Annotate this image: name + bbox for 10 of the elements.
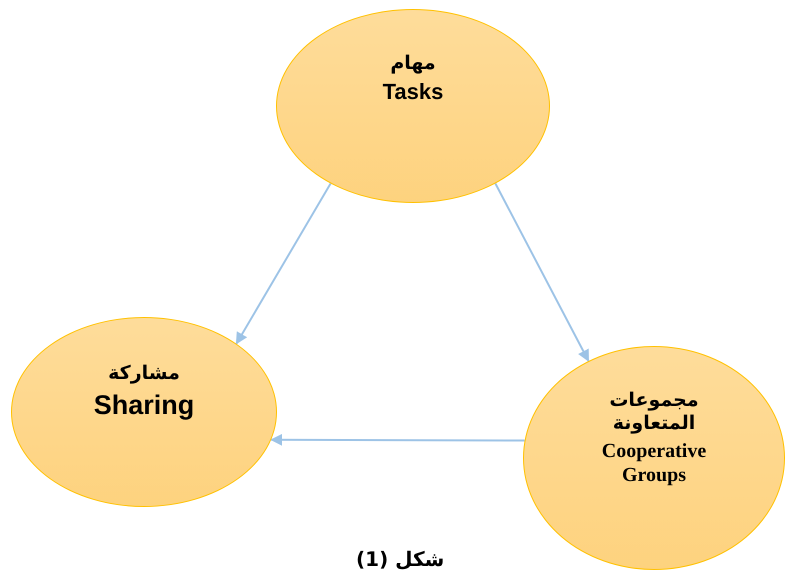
arrow — [270, 434, 525, 446]
node-label: Tasks — [382, 78, 444, 106]
node-label: Sharing — [94, 388, 194, 422]
arrow — [494, 183, 590, 362]
node-label: مجموعات المتعاونة — [608, 389, 700, 435]
caption: شكل (1) — [356, 547, 444, 571]
arrow — [236, 183, 332, 345]
node-label: مشاركة — [108, 362, 180, 385]
node-label: Cooperative Groups — [600, 438, 708, 487]
node-label: مهام — [390, 52, 436, 75]
